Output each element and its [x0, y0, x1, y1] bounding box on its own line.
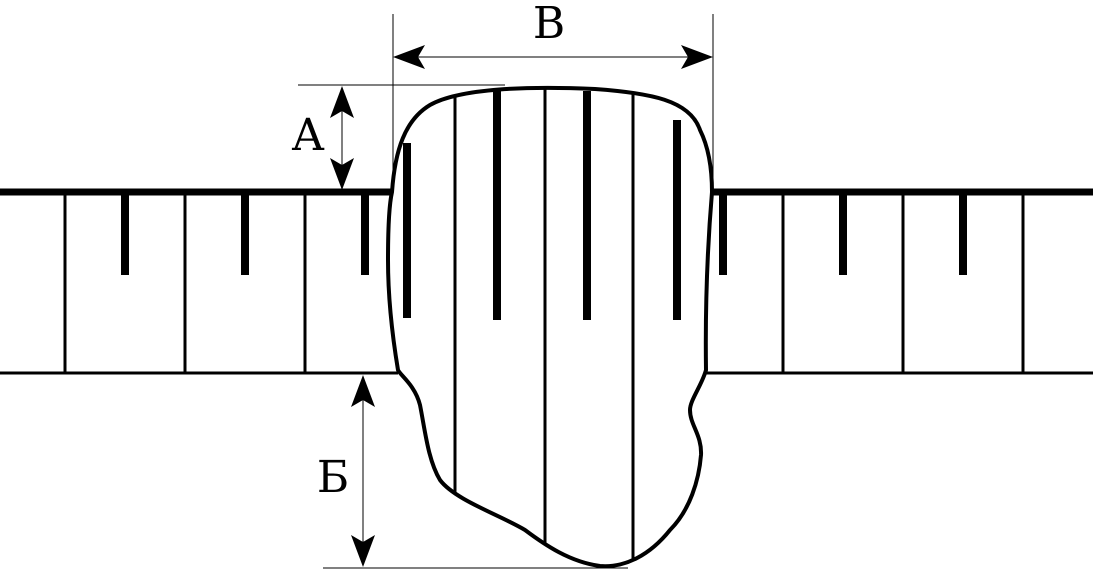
dimension-b-arrow-up-icon — [351, 375, 375, 407]
dimension-b-label: Б — [317, 452, 349, 503]
left-strip-section — [0, 188, 398, 375]
dimension-b-arrow-down-icon — [351, 535, 375, 567]
dimension-a-arrow-up-icon — [330, 86, 354, 118]
dimension-v-arrow-left-icon — [393, 45, 425, 69]
right-strip-section — [706, 188, 1093, 375]
deformed-region — [385, 85, 715, 569]
dimension-v: В — [392, 0, 714, 190]
deformed-region-outline — [385, 85, 715, 569]
dimension-a-arrow-down-icon — [330, 158, 354, 190]
dimension-a-label: А — [291, 110, 324, 161]
dimension-a: А — [291, 84, 505, 190]
deformed-region-lines — [453, 87, 635, 567]
dimension-v-arrow-right-icon — [681, 45, 713, 69]
dimension-v-label: В — [533, 0, 565, 49]
dimension-b: Б — [317, 375, 628, 569]
